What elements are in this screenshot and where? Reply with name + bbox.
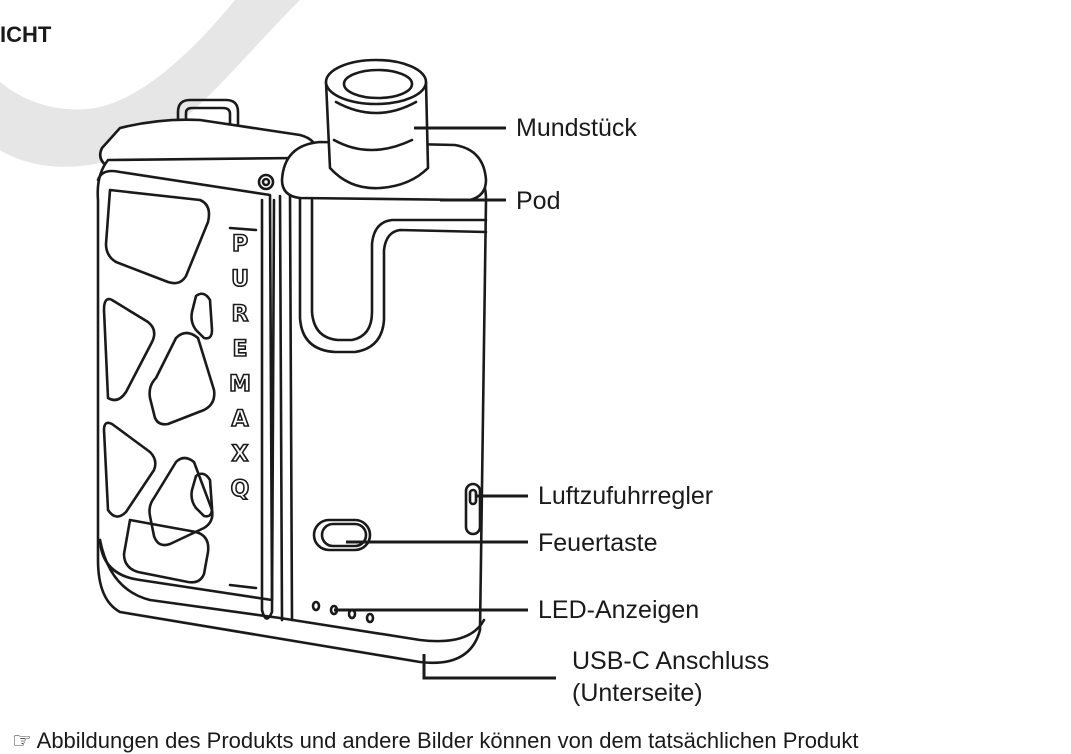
footnote: ☞ Abbildungen des Produkts und andere Bi… — [12, 728, 859, 754]
sleeve-cutout — [104, 188, 211, 285]
footnote-icon: ☞ — [12, 728, 32, 753]
footnote-text: Abbildungen des Produkts und andere Bild… — [36, 728, 859, 753]
brand-letter: E — [232, 336, 249, 363]
airflow-slider[interactable] — [464, 482, 482, 536]
label-airflow: Luftzufuhrregler — [538, 482, 714, 510]
leader-usb — [422, 654, 556, 680]
rail-screw — [261, 177, 271, 187]
label-mouthpiece: Mundstück — [516, 114, 637, 142]
sleeve-cutout — [148, 456, 214, 547]
brand-lettering: P U R E M A X Q — [222, 231, 258, 503]
rail-bar — [228, 226, 258, 232]
brand-letter: P — [231, 231, 249, 258]
sleeve-cutout — [190, 292, 214, 340]
fire-button-inner — [320, 522, 368, 548]
sleeve-cutout — [190, 472, 214, 518]
lanyard-loop-inner — [184, 106, 232, 150]
sleeve-cutout — [122, 518, 210, 584]
brand-letter: A — [231, 406, 250, 433]
led-indicator — [311, 600, 321, 612]
brand-letter: Q — [230, 476, 250, 503]
label-usb-location: (Unterseite) — [572, 679, 703, 707]
pod-window — [298, 196, 488, 354]
sleeve-cutout — [102, 421, 157, 518]
mouthpiece-ridge — [332, 138, 414, 152]
brand-letter: M — [228, 371, 251, 398]
brand-letter: R — [231, 301, 250, 328]
pod-window-inner — [310, 198, 488, 342]
mouthpiece-ridge — [334, 100, 418, 115]
device-diagram — [0, 0, 556, 680]
brand-letter: X — [231, 441, 250, 468]
led-indicator — [365, 612, 375, 624]
label-fire-button: Feuertaste — [538, 529, 658, 557]
corner-swoosh — [0, 0, 300, 167]
section-heading: ICHT — [0, 22, 52, 47]
label-pod: Pod — [516, 187, 561, 215]
side-rail — [260, 198, 276, 620]
sleeve-cutout — [102, 297, 156, 402]
brand-letter: U — [230, 266, 249, 293]
side-rail — [288, 194, 294, 622]
label-usb-port: USB-C Anschluss — [572, 647, 770, 675]
label-led: LED-Anzeigen — [538, 596, 700, 624]
rail-bar — [228, 583, 258, 590]
sleeve-cutout — [148, 331, 216, 426]
side-rail — [278, 194, 284, 622]
lanyard-loop — [176, 98, 240, 152]
mouthpiece-hole — [342, 68, 414, 100]
rail-screw — [257, 173, 275, 191]
